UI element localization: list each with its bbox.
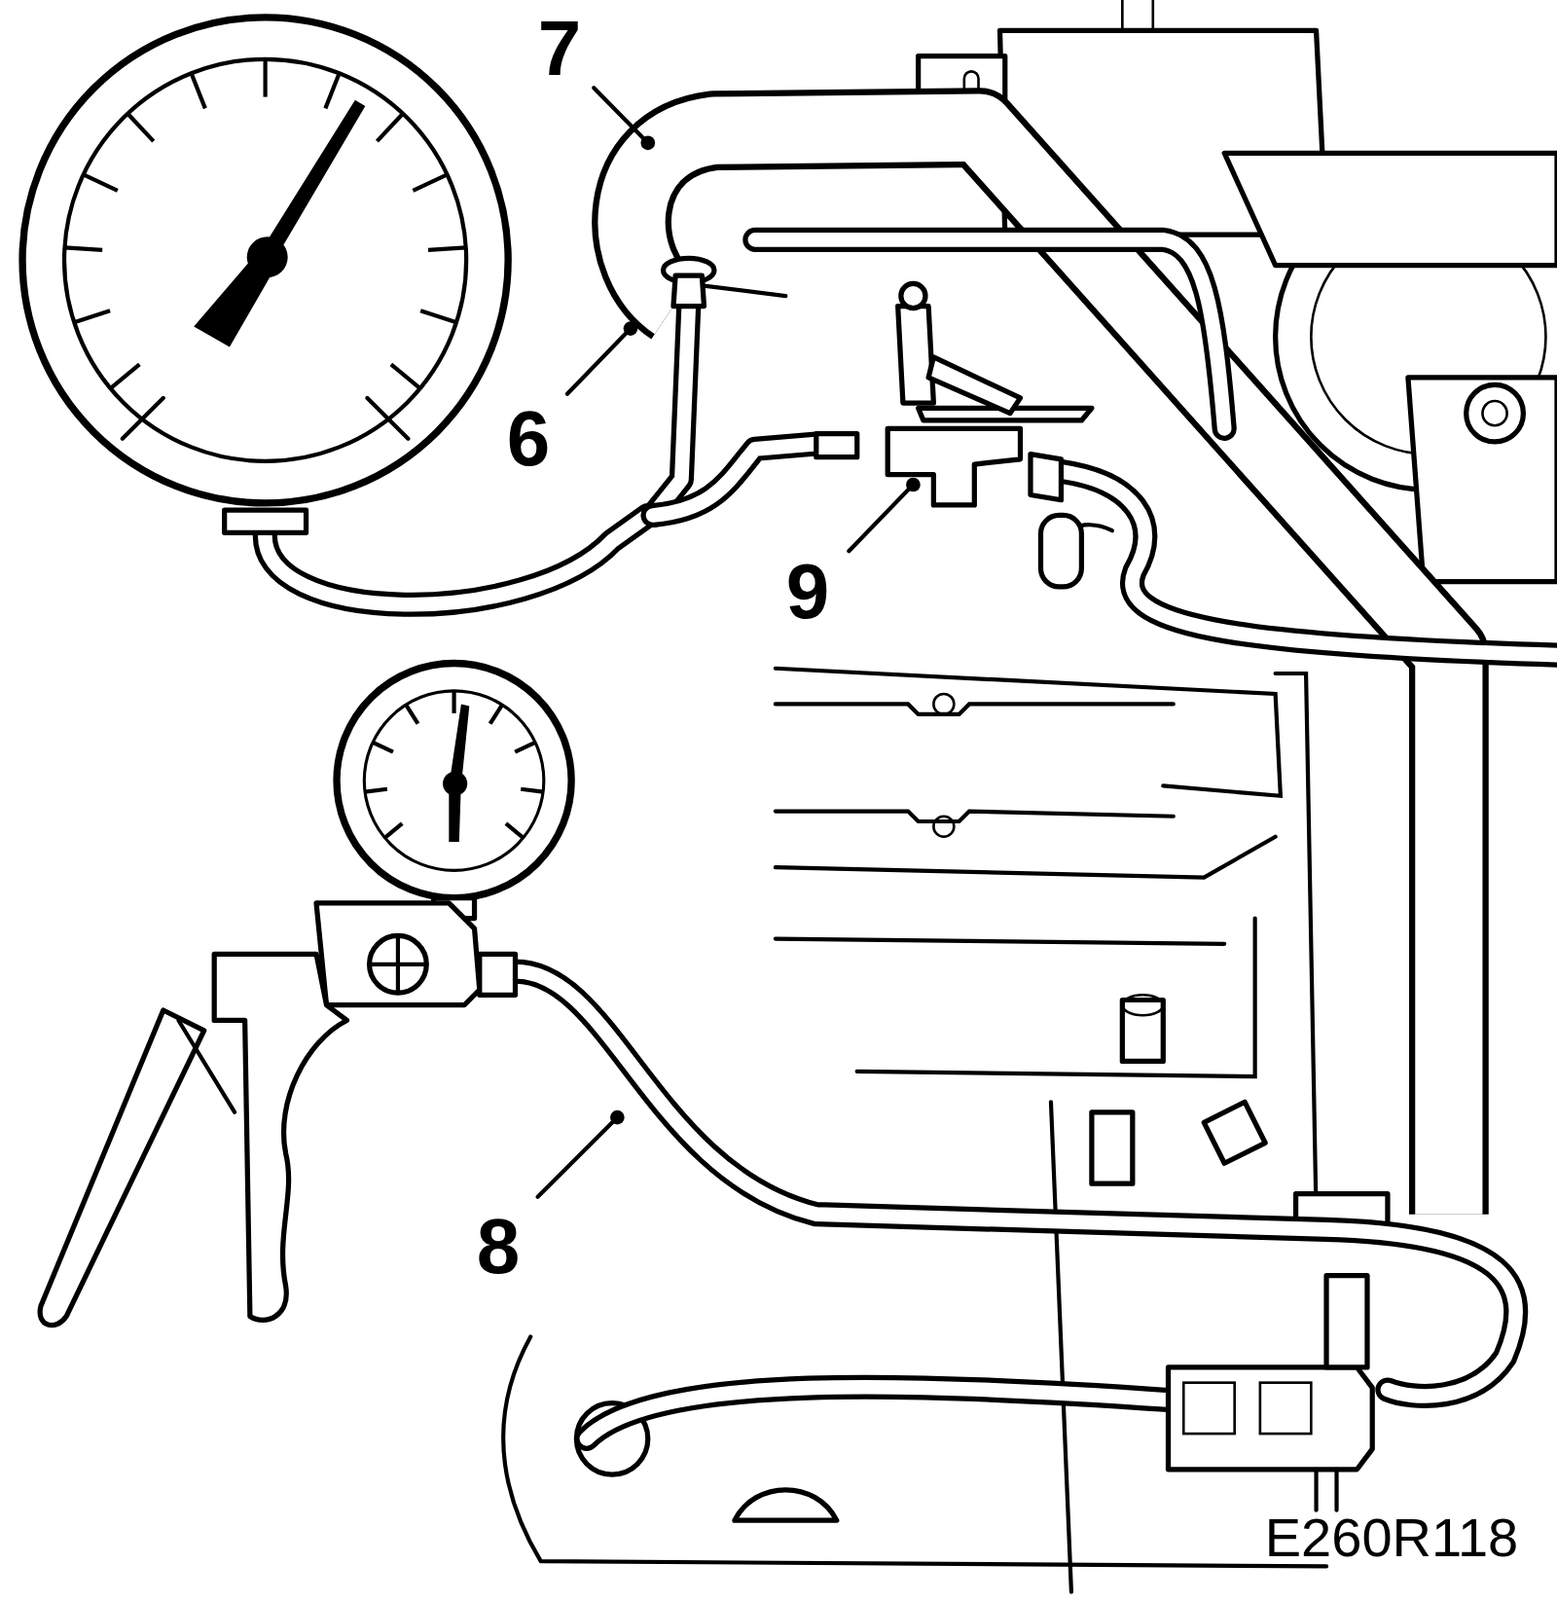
callout-number: 7 [538,9,582,88]
callout-number: 6 [506,399,551,478]
gauge-tick [412,174,447,191]
gauge-tick [109,363,140,389]
callout-number: 8 [476,1207,521,1286]
gauge-tick [127,113,154,142]
gauge-tick [191,72,206,109]
gauge-tick [405,704,418,724]
pipe-nipple [663,257,787,306]
gauge-tick [263,59,268,98]
gauge-tick [64,247,103,250]
gauge-tick [364,789,388,793]
pressure-gauge [22,17,508,533]
gauge-tick [376,113,403,142]
leader-lines [538,87,921,1197]
engine-body [503,0,1557,1593]
hand-pump [39,663,572,1326]
gauge-tick [420,310,457,323]
gauge-tick [428,247,467,250]
gauge-tick [506,823,524,838]
gauge-tick [391,363,421,389]
gauge-tick [325,72,339,109]
gauge-tick [490,704,503,724]
gauge-tick [83,174,118,191]
gauge-tick [372,742,394,753]
gauge-tick [514,742,536,753]
solenoid-valve [1168,1275,1374,1511]
callout-number: 9 [786,552,831,631]
gauge-tick [520,789,544,793]
tee-valve [816,283,1092,506]
gauge-tick [451,690,456,714]
gauge-tick [73,310,110,323]
gauge-tick [384,823,402,838]
figure-code: E260R118 [1265,1510,1520,1565]
